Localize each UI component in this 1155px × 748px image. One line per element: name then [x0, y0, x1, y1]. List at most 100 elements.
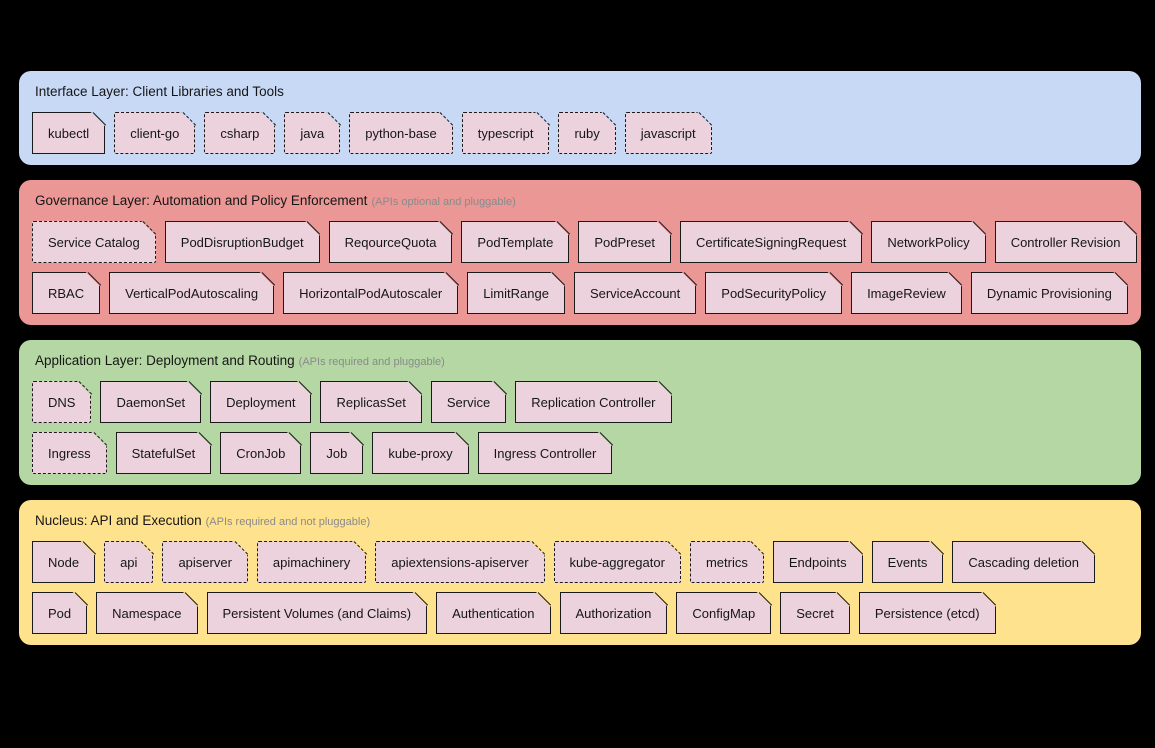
component-label: ReqourceQuota	[344, 234, 437, 250]
component-box-apimachinery: apimachinery	[256, 541, 367, 583]
component-box-cronjob: CronJob	[220, 432, 302, 474]
component-label: Replication Controller	[531, 394, 656, 410]
component-box-javascript: javascript	[624, 112, 712, 154]
box-row: Service Catalog PodDisruptionBudget Reqour…	[32, 221, 1137, 263]
component-label: Persistent Volumes (and Claims)	[222, 605, 412, 621]
component-box-deployment: Deployment	[210, 381, 312, 423]
component-box-podtemplate: PodTemplate	[461, 221, 570, 263]
component-box-pod: Pod	[32, 592, 88, 634]
component-box-cascading-deletion: Cascading deletion	[952, 541, 1095, 583]
component-label: apimachinery	[272, 554, 351, 570]
component-label: Persistence (etcd)	[874, 605, 980, 621]
layer-subtitle-text: (APIs optional and pluggable)	[371, 196, 516, 208]
component-box-kube-aggregator: kube-aggregator	[553, 541, 681, 583]
component-box-events: Events	[871, 541, 944, 583]
component-label: api	[120, 554, 138, 570]
component-label: LimitRange	[483, 285, 549, 301]
component-label: Ingress	[48, 445, 91, 461]
component-box-ruby: ruby	[558, 112, 616, 154]
layer-title: Nucleus: API and Execution(APIs required…	[35, 513, 1128, 528]
component-box-replicasset: ReplicasSet	[320, 381, 422, 423]
component-label: Node	[48, 554, 80, 570]
component-box-statefulset: StatefulSet	[115, 432, 212, 474]
layer-subtitle-text: (APIs required and pluggable)	[298, 356, 445, 368]
component-box-reqourcequota: ReqourceQuota	[328, 221, 453, 263]
component-label: ruby	[574, 125, 600, 141]
layer-title-text: Interface Layer: Client Libraries and To…	[35, 84, 284, 99]
component-box-imagereview: ImageReview	[851, 272, 962, 314]
component-label: PodSecurityPolicy	[721, 285, 827, 301]
component-box-apiextensions-apiserver: apiextensions-apiserver	[375, 541, 545, 583]
component-box-serviceaccount: ServiceAccount	[573, 272, 697, 314]
component-box-verticalpodautoscaling: VerticalPodAutoscaling	[109, 272, 275, 314]
component-box-client-go: client-go	[114, 112, 196, 154]
component-box-ingress: Ingress	[32, 432, 107, 474]
component-box-podpreset: PodPreset	[578, 221, 672, 263]
component-box-authentication: Authentication	[436, 592, 551, 634]
component-box-kube-proxy: kube-proxy	[372, 432, 469, 474]
component-label: Ingress Controller	[493, 445, 597, 461]
layer-nucleus: Nucleus: API and Execution(APIs required…	[19, 500, 1141, 645]
component-box-persistent-volumes-and-claims: Persistent Volumes (and Claims)	[206, 592, 428, 634]
component-box-rbac: RBAC	[32, 272, 101, 314]
component-label: Cascading deletion	[968, 554, 1079, 570]
component-label: PodPreset	[594, 234, 656, 250]
component-label: java	[300, 125, 325, 141]
component-label: Authentication	[452, 605, 535, 621]
component-label: StatefulSet	[131, 445, 196, 461]
component-box-node: Node	[32, 541, 96, 583]
component-label: kube-aggregator	[569, 554, 665, 570]
component-label: CronJob	[236, 445, 286, 461]
component-label: Dynamic Provisioning	[986, 285, 1112, 301]
component-box-metrics: metrics	[689, 541, 764, 583]
component-box-networkpolicy: NetworkPolicy	[871, 221, 986, 263]
layer-interface: Interface Layer: Client Libraries and To…	[19, 71, 1141, 165]
component-box-dynamic-provisioning: Dynamic Provisioning	[970, 272, 1128, 314]
component-box-horizontalpodautoscaler: HorizontalPodAutoscaler	[283, 272, 459, 314]
component-box-poddisruptionbudget: PodDisruptionBudget	[164, 221, 320, 263]
component-box-authorization: Authorization	[559, 592, 668, 634]
component-label: ServiceAccount	[589, 285, 681, 301]
component-label: typescript	[477, 125, 534, 141]
component-label: DaemonSet	[116, 394, 186, 410]
component-box-replication-controller: Replication Controller	[515, 381, 672, 423]
component-label: PodTemplate	[477, 234, 554, 250]
component-box-ingress-controller: Ingress Controller	[477, 432, 613, 474]
component-label: python-base	[365, 125, 437, 141]
component-box-service: Service	[430, 381, 507, 423]
component-box-csharp: csharp	[204, 112, 276, 154]
component-label: apiextensions-apiserver	[391, 554, 529, 570]
component-label: HorizontalPodAutoscaler	[299, 285, 443, 301]
component-label: ReplicasSet	[336, 394, 406, 410]
component-box-daemonset: DaemonSet	[100, 381, 202, 423]
component-label: client-go	[130, 125, 180, 141]
component-label: kubectl	[48, 125, 90, 141]
layer-title: Governance Layer: Automation and Policy …	[35, 193, 1128, 208]
component-box-java: java	[284, 112, 341, 154]
component-label: kube-proxy	[388, 445, 453, 461]
component-label: javascript	[640, 125, 696, 141]
component-label: RBAC	[48, 285, 85, 301]
component-label: DNS	[48, 394, 76, 410]
component-box-secret: Secret	[780, 592, 850, 634]
component-box-endpoints: Endpoints	[772, 541, 863, 583]
component-label: Service Catalog	[48, 234, 140, 250]
component-box-podsecuritypolicy: PodSecurityPolicy	[705, 272, 843, 314]
component-box-service-catalog: Service Catalog	[32, 221, 156, 263]
component-label: Controller Revision	[1010, 234, 1121, 250]
layer-governance: Governance Layer: Automation and Policy …	[19, 180, 1141, 325]
component-label: Authorization	[575, 605, 652, 621]
layer-title-text: Application Layer: Deployment and Routin…	[35, 353, 295, 368]
component-label: csharp	[220, 125, 260, 141]
component-label: ConfigMap	[692, 605, 756, 621]
component-label: Pod	[48, 605, 72, 621]
component-box-certificatesigningrequest: CertificateSigningRequest	[680, 221, 863, 263]
layer-title-text: Governance Layer: Automation and Policy …	[35, 193, 368, 208]
component-box-job: Job	[310, 432, 364, 474]
component-box-typescript: typescript	[461, 112, 550, 154]
component-box-apiserver: apiserver	[162, 541, 248, 583]
component-label: Endpoints	[788, 554, 847, 570]
layer-application: Application Layer: Deployment and Routin…	[19, 340, 1141, 485]
